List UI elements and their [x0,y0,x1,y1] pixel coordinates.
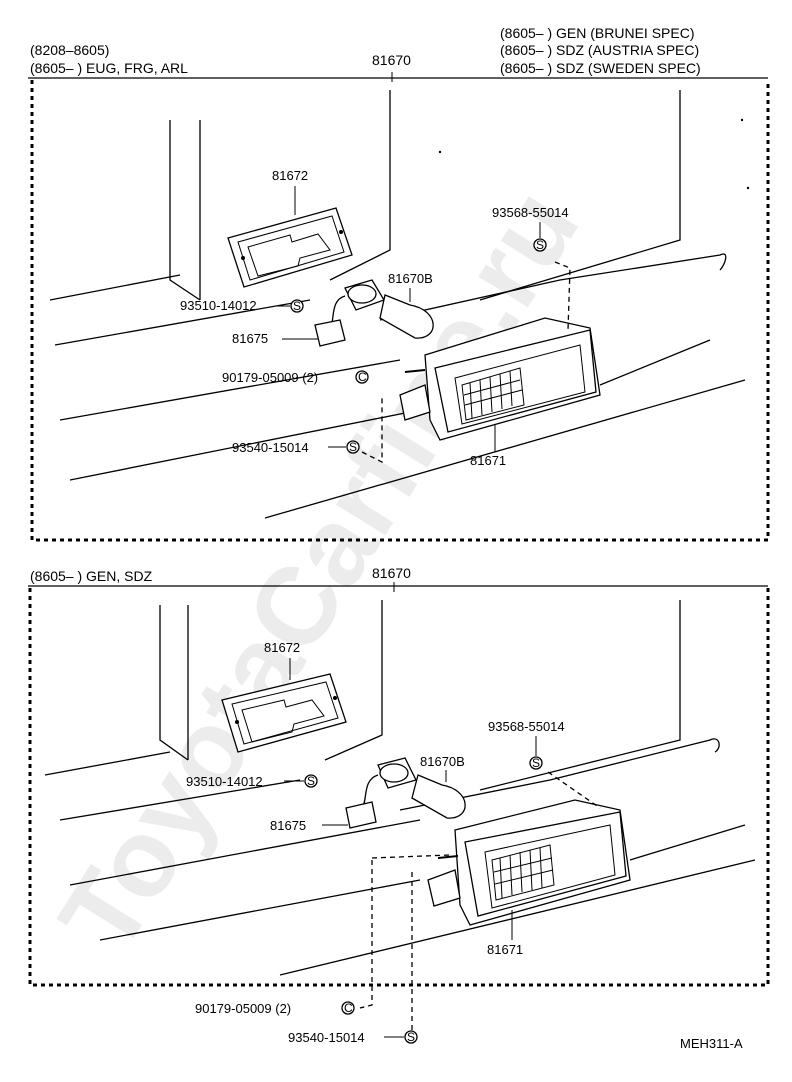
bottom-label-socket: 81675 [270,818,306,833]
top-standard-part-icon-3-glyph: S [349,440,357,454]
top-header-right-1: (8605– ) GEN (BRUNEI SPEC) [500,25,695,41]
bottom-socket-drawing [345,757,417,829]
bottom-label-screw-upper: 93568-55014 [488,719,565,734]
bottom-standard-part-icon-3-glyph: S [407,1030,415,1044]
top-gasket-drawing [227,207,353,288]
bottom-dash-nut-top [371,854,451,859]
top-label-screw-socket: 93510-14012 [180,298,257,313]
top-socket-drawing [314,279,385,347]
bottom-body-line-6 [399,738,720,811]
top-label-bulb: 81670B [388,271,433,286]
bottom-body-line-5 [279,859,756,976]
top-body-line-1 [49,274,181,301]
bottom-gasket-drawing [221,673,347,753]
bottom-nut-icon [341,1001,355,1015]
bottom-header: (8605– ) GEN, SDZ [30,568,153,584]
bottom-body-edge-left [159,605,189,761]
bottom-body-line-2 [59,779,301,821]
bottom-nut-icon-glyph: C [344,1001,353,1015]
top-header-left-1: (8208–8605) [30,42,109,58]
bottom-standard-part-icon-1-glyph: S [532,756,540,770]
top-body-recess [329,90,391,281]
top-body-dot-2 [746,186,750,190]
bottom-label-gasket: 81672 [264,640,300,655]
bottom-label-bulb: 81670B [420,754,465,769]
top-body-line-7 [599,339,711,386]
top-body-edge-left [169,120,201,301]
bottom-label-screw-socket: 93510-14012 [186,774,263,789]
top-body-edge-right [479,90,681,301]
top-body-line-2 [54,299,311,346]
bottom-panel: (8605– ) GEN, SDZ 81670 81672 [28,565,770,1045]
top-header-right-3: (8605– ) SDZ (SWEDEN SPEC) [500,60,701,76]
top-body-dot-1 [740,118,744,122]
bottom-label-lens: 81671 [487,942,523,957]
bottom-body-line-7 [629,824,746,861]
bottom-assembly-number: 81670 [372,565,411,581]
top-label-screw-upper: 93568-55014 [492,205,569,220]
bottom-standard-part-icon-2-glyph: S [307,774,315,788]
top-standard-part-icon-2 [290,299,304,313]
top-standard-part-icon-1-glyph: S [536,238,544,252]
top-label-lens: 81671 [470,453,506,468]
top-header-left-2: (8605– ) EUG, FRG, ARL [30,60,188,76]
top-standard-part-icon-1 [533,238,547,252]
top-nut-icon-glyph: C [358,370,367,384]
bottom-standard-part-icon-2 [304,774,318,788]
top-label-nut: 90179-05009 (2) [222,370,318,385]
bottom-bulb-drawing [411,774,466,819]
top-assembly-number: 81670 [372,52,411,68]
top-panel: (8208–8605) (8605– ) EUG, FRG, ARL (8605… [28,25,770,542]
figure-code: MEH311-A [680,1036,743,1051]
bottom-body-edge-right [479,600,681,791]
top-body-line-5 [264,379,746,519]
top-body-line-4 [69,409,421,481]
top-standard-part-icon-3 [346,440,360,454]
top-body-line-3 [59,359,401,421]
top-lens-drawing [399,317,601,441]
top-bulb-drawing [379,294,434,339]
top-dash-screw-lower [361,395,383,464]
bottom-body-line-4 [99,879,421,941]
top-body-line-6 [379,253,727,321]
bottom-label-nut: 90179-05009 (2) [195,1001,291,1016]
top-nut-icon [355,370,369,384]
bottom-body-recess [324,600,383,761]
bottom-standard-part-icon-1 [529,756,543,770]
bottom-body-line-3 [69,819,421,886]
bottom-standard-part-icon-3 [404,1030,418,1044]
bottom-lens-drawing [427,799,631,926]
bottom-label-screw-lower: 93540-15014 [288,1030,365,1045]
top-header-right-2: (8605– ) SDZ (AUSTRIA SPEC) [500,42,699,58]
bottom-body-line-1 [44,751,171,776]
top-label-socket: 81675 [232,331,268,346]
top-dash-screw-upper [554,261,571,331]
top-frame [30,80,770,542]
top-label-gasket: 81672 [272,168,308,183]
top-standard-part-icon-2-glyph: S [293,299,301,313]
bottom-dash-nut [359,860,373,1009]
top-label-screw-lower: 93540-15014 [232,440,309,455]
top-body-dot-3 [438,150,442,154]
bottom-dash-screw-upper [547,771,601,809]
